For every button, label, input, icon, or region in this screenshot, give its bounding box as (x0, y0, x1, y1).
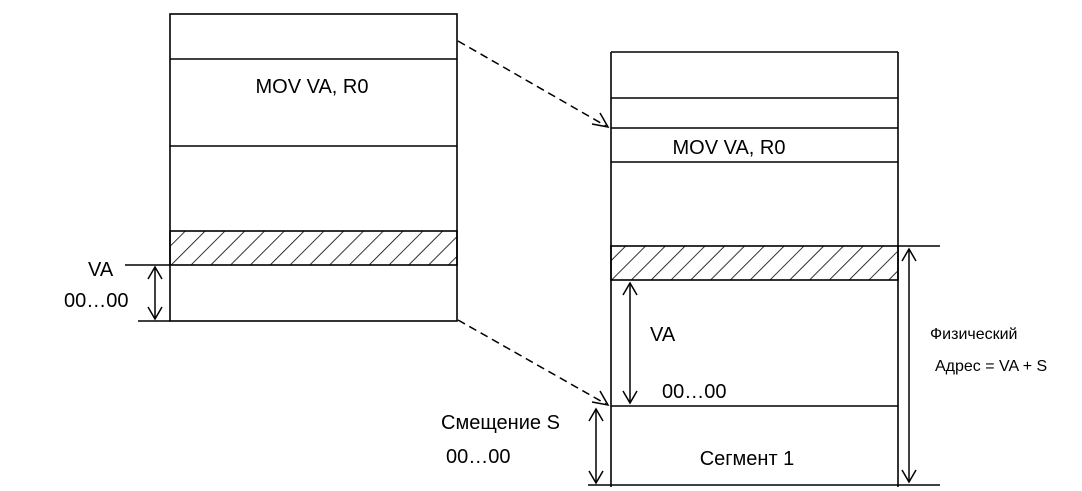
physical-address-arrowhead-up (901, 247, 917, 262)
physical-hatched-cell (610, 245, 899, 281)
physical-address-dimension: Физический Адрес = VA + S (901, 247, 1047, 484)
mapping-arrowhead-bottom (591, 390, 610, 407)
physical-va-label: VA (650, 324, 676, 346)
physical-memory-block: MOV VA, R0 Сегмент 1 (588, 51, 940, 487)
offset-arrowhead-up (588, 407, 604, 422)
physical-va-arrowhead-down (622, 390, 638, 405)
virtual-instruction-text: MOV VA, R0 (256, 76, 369, 98)
physical-va-dimension: VA 00…00 (622, 281, 727, 405)
virtual-block-outline (169, 13, 458, 322)
physical-address-line2: Адрес = VA + S (935, 358, 1047, 375)
segment-label: Сегмент 1 (700, 448, 795, 470)
virtual-va-label: VA (88, 259, 114, 281)
physical-address-line1: Физический (930, 326, 1017, 343)
virtual-va-dimension: VA 00…00 (64, 259, 170, 322)
offset-dimension: Смещение S 00…00 (441, 407, 604, 485)
virtual-origin-label: 00…00 (64, 290, 129, 312)
offset-label: Смещение S (441, 412, 560, 434)
virtual-hatched-cell (169, 230, 458, 266)
physical-va-arrowhead-up (622, 281, 638, 296)
va-arrowhead-up (147, 265, 163, 280)
offset-origin-label: 00…00 (446, 446, 511, 468)
physical-origin-label: 00…00 (662, 381, 727, 403)
offset-arrowhead-down (588, 470, 604, 485)
mapping-arrow-top (457, 40, 607, 127)
physical-address-arrowhead-down (901, 469, 917, 484)
physical-instruction-text: MOV VA, R0 (673, 137, 786, 159)
mapping-arrowhead-top (591, 112, 610, 129)
virtual-memory-block: MOV VA, R0 (169, 13, 458, 322)
mapping-arrow-bottom (457, 319, 607, 405)
mapping-arrows (457, 40, 610, 407)
va-arrowhead-down (147, 306, 163, 321)
